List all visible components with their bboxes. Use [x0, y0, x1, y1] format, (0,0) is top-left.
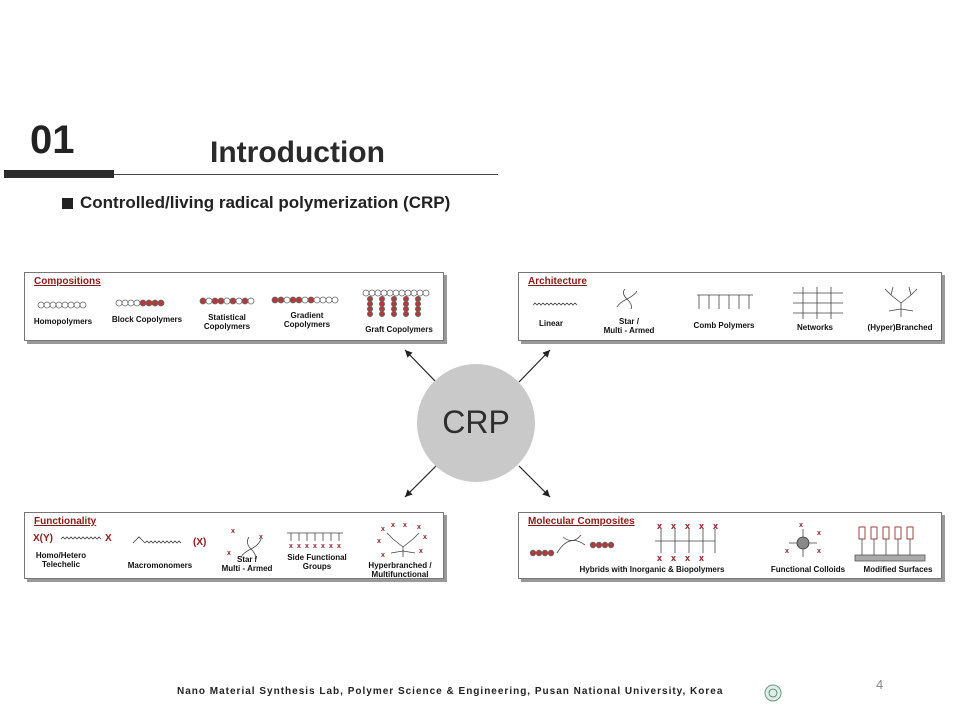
svg-text:x: x [699, 553, 704, 563]
svg-text:x: x [305, 543, 309, 550]
block-copolymer-chain-icon [115, 299, 165, 307]
svg-text:x: x [329, 543, 333, 550]
svg-text:x: x [391, 522, 395, 529]
telechelic-chain-icon [60, 536, 102, 540]
molecular-composites-label-0: Hybrids with Inorganic & Biopolymers [579, 565, 725, 574]
functionality-x-symbol: X [105, 533, 112, 544]
svg-text:x: x [231, 528, 235, 535]
university-logo-icon [764, 684, 782, 702]
modified-surface-icon [854, 526, 926, 562]
functionality-label-3: Side Functional Groups [287, 553, 347, 571]
network-polymer-icon [793, 287, 843, 319]
bullet-square-icon [62, 198, 73, 209]
architecture-label-4: (Hyper)Branched [867, 323, 933, 332]
homopolymer-chain-icon [37, 301, 87, 309]
macromonomer-chain-icon [132, 536, 182, 544]
slide-title: Introduction [210, 136, 385, 169]
compositions-title: Compositions [34, 276, 101, 287]
comb-polymer-icon [697, 294, 753, 309]
functionality-title: Functionality [34, 516, 97, 527]
svg-text:x: x [419, 548, 423, 555]
svg-text:x: x [403, 522, 407, 529]
functionality-label-2: Star / Multi - Armed [221, 555, 273, 573]
molecular-composites-label-1: Functional Colloids [770, 565, 846, 574]
architecture-label-1: Star / Multi - Armed [603, 317, 655, 335]
svg-text:x: x [817, 548, 821, 555]
architecture-title: Architecture [528, 276, 587, 287]
compositions-panel: Compositions Homopolymers [24, 272, 444, 341]
architecture-label-2: Comb Polymers [693, 321, 755, 330]
page-number: 4 [876, 677, 884, 692]
svg-text:x: x [297, 543, 301, 550]
molecular-composites-title: Molecular Composites [528, 516, 635, 527]
functionality-xy-symbol: X(Y) [33, 533, 53, 544]
svg-text:x: x [377, 538, 381, 545]
linear-chain-icon [532, 302, 578, 306]
svg-text:x: x [713, 521, 718, 531]
svg-text:x: x [337, 543, 341, 550]
functionality-label-1: Macromonomers [127, 561, 193, 570]
arrow-to-functionality [404, 465, 437, 498]
molecular-composites-label-2: Modified Surfaces [863, 565, 933, 574]
footer-text: Nano Material Synthesis Lab, Polymer Sci… [177, 686, 724, 697]
number-underline-bar [4, 170, 114, 178]
graft-copolymer-icon [362, 289, 430, 318]
svg-text:x: x [657, 553, 662, 563]
svg-text:x: x [313, 543, 317, 550]
arrow-to-compositions [404, 349, 437, 383]
compositions-label-1: Block Copolymers [111, 315, 183, 324]
statistical-copolymer-chain-icon [199, 297, 255, 305]
svg-text:x: x [671, 553, 676, 563]
architecture-graphics [532, 286, 918, 319]
functional-star-icon: x x x [227, 528, 263, 560]
architecture-label-3: Networks [796, 323, 833, 332]
hybrid-chain-icon [529, 534, 615, 557]
functionality-label-4: Hyperbranched / Multifunctional [368, 561, 432, 579]
gradient-copolymer-chain-icon [271, 296, 339, 304]
svg-text:x: x [685, 521, 690, 531]
svg-text:x: x [785, 548, 789, 555]
compositions-label-3: Gradient Copolymers [283, 311, 331, 329]
svg-text:x: x [381, 526, 385, 533]
svg-text:x: x [227, 550, 231, 557]
svg-text:x: x [259, 534, 263, 541]
svg-text:x: x [671, 521, 676, 531]
compositions-graphics [37, 289, 430, 318]
compositions-label-2: Statistical Copolymers [203, 313, 251, 331]
compositions-label-4: Graft Copolymers [365, 325, 433, 334]
arrow-to-architecture [518, 349, 551, 383]
functionality-label-0: Homo/Hetero Telechelic [35, 551, 87, 569]
architecture-label-0: Linear [538, 319, 563, 328]
svg-text:x: x [381, 552, 385, 559]
crp-circle [417, 364, 535, 482]
arrow-to-molecular-composites [518, 465, 551, 498]
svg-text:x: x [685, 553, 690, 563]
functional-colloid-icon: x x x x [785, 522, 821, 557]
crp-label: CRP [442, 404, 510, 440]
subtitle: Controlled/living radical polymerization… [80, 193, 451, 212]
title-rule [114, 174, 498, 175]
svg-text:x: x [799, 522, 803, 529]
slide-number: 01 [30, 118, 75, 162]
svg-text:x: x [817, 530, 821, 537]
svg-text:x: x [321, 543, 325, 550]
svg-text:x: x [657, 521, 662, 531]
svg-text:x: x [289, 543, 293, 550]
architecture-panel: Architecture Linear Star / Multi - Armed… [518, 272, 942, 341]
star-polymer-icon [616, 288, 638, 310]
svg-text:x: x [417, 524, 421, 531]
functionality-paren-x-symbol: (X) [193, 537, 207, 548]
hyperbranched-polymer-icon [884, 286, 918, 317]
svg-text:x: x [699, 521, 704, 531]
svg-text:x: x [423, 534, 427, 541]
compositions-label-0: Homopolymers [33, 317, 93, 326]
